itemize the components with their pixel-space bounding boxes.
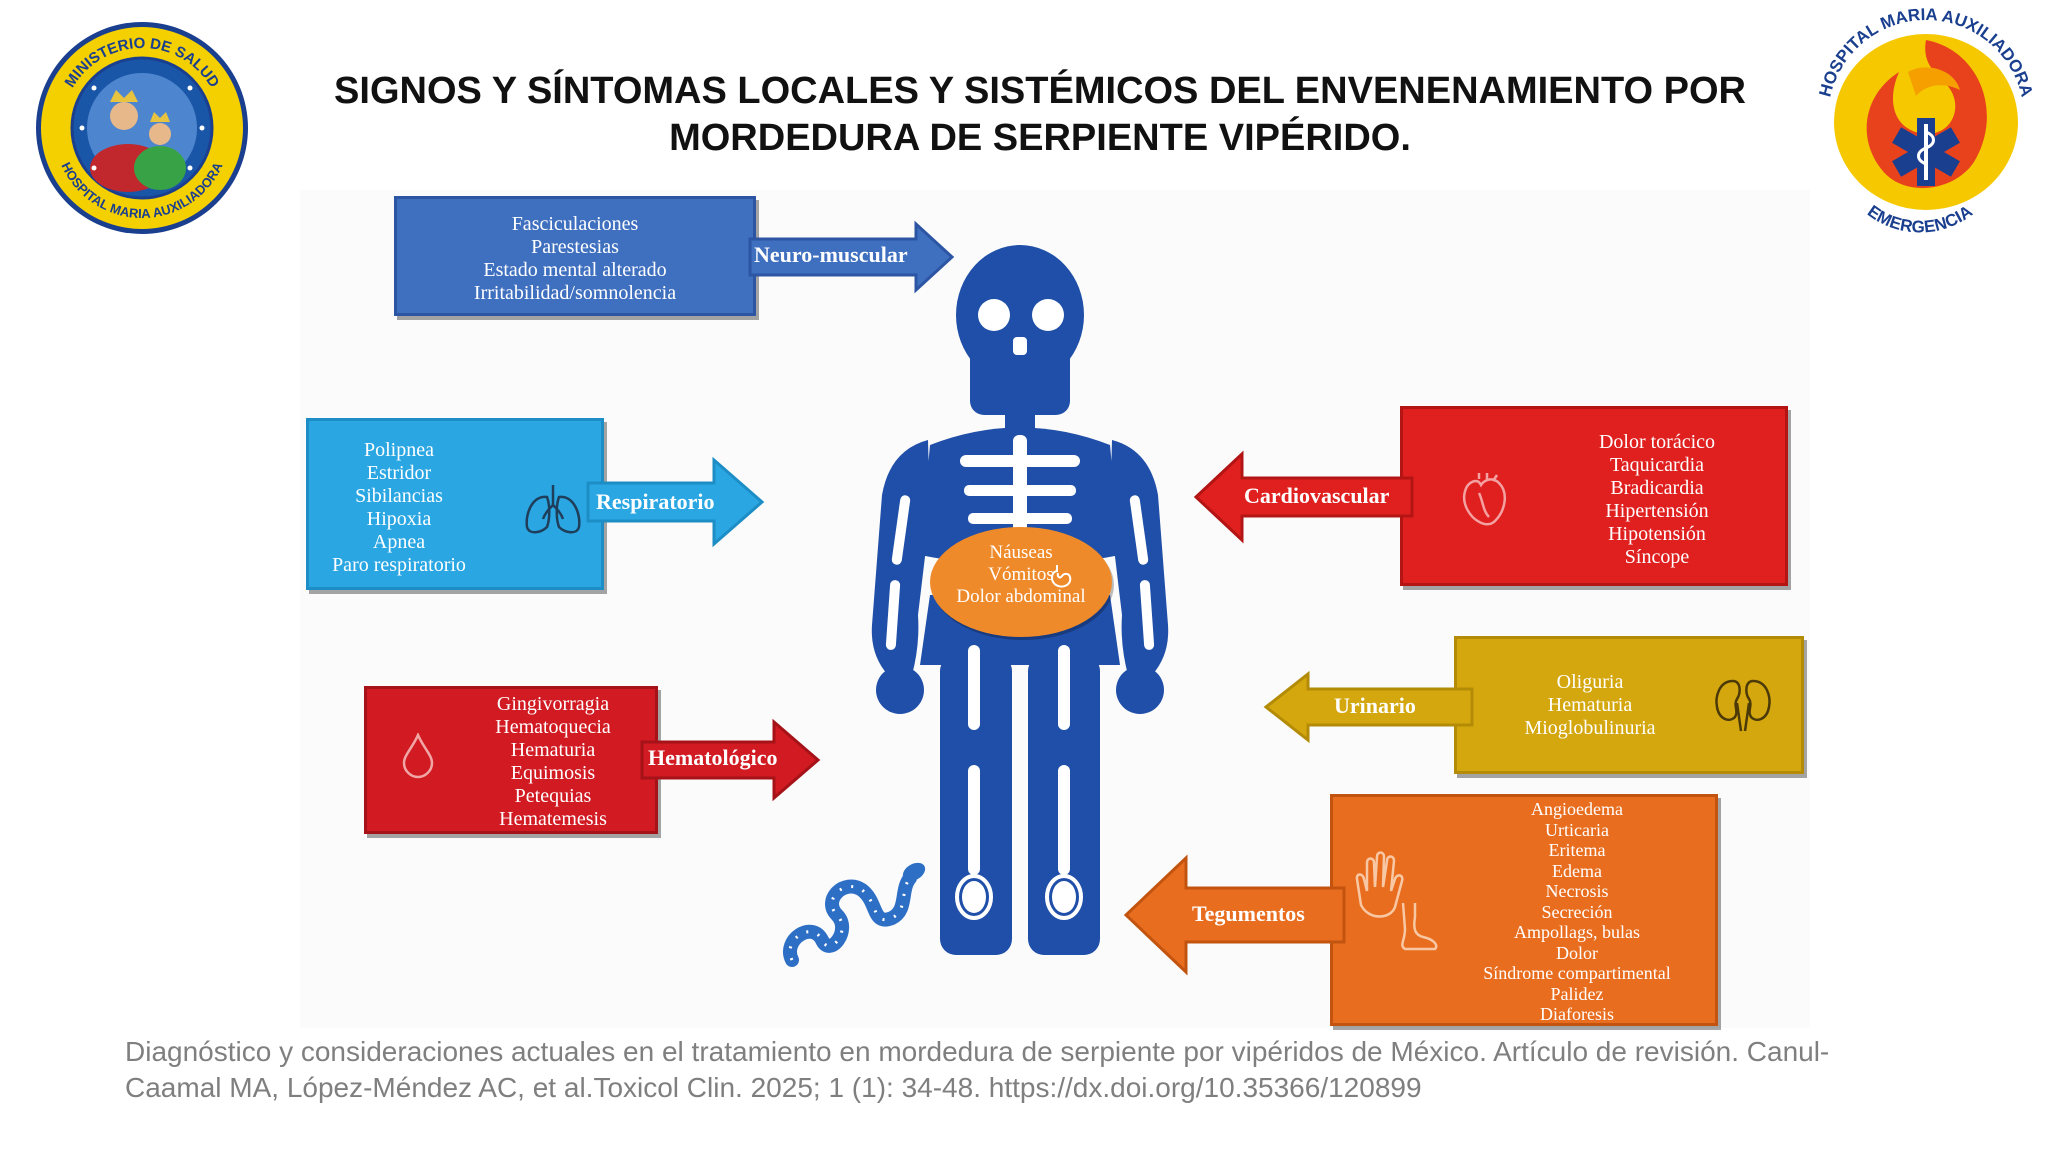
respiratorio-item: Estridor — [366, 462, 432, 484]
neuro-muscular-box: Fasciculaciones Parestesias Estado menta… — [394, 196, 756, 316]
hematologico-item: Equimosis — [510, 762, 596, 784]
source-caption: Diagnóstico y consideraciones actuales e… — [125, 1034, 1985, 1106]
respiratorio-arrow: Respiratorio — [586, 456, 765, 548]
urinario-box: Oliguria Hematuria Mioglobulinuria — [1454, 636, 1804, 774]
tegumentos-item: Dolor — [1556, 942, 1598, 963]
cardiovascular-item: Taquicardia — [1609, 454, 1705, 476]
urinario-item: Hematuria — [1547, 694, 1633, 716]
tegumentos-item: Edema — [1552, 860, 1602, 881]
cardiovascular-item: Síncope — [1624, 546, 1690, 568]
tegumentos-item: Ampollags, bulas — [1514, 922, 1640, 942]
hematologico-label: Hematológico — [648, 745, 778, 770]
respiratorio-item: Sibilancias — [355, 485, 443, 507]
respiratorio-label: Respiratorio — [596, 489, 715, 514]
respiratorio-item: Paro respiratorio — [332, 554, 466, 576]
cardiovascular-box: Dolor torácico Taquicardia Bradicardia H… — [1400, 406, 1788, 586]
hematologico-item: Gingivorragia — [496, 693, 610, 715]
urinario-item: Mioglobulinuria — [1524, 717, 1656, 739]
hematologico-item: Hematoquecia — [495, 716, 611, 738]
stomach-icon — [1048, 563, 1074, 589]
hematologico-item: Petequias — [514, 785, 592, 807]
tegumentos-item: Secreción — [1541, 901, 1613, 922]
neuro-item: Estado mental alterado — [483, 259, 667, 281]
digestive-symptoms-oval: Náuseas Vómitos Dolor abdominal — [930, 527, 1112, 637]
neuro-item: Irritabilidad/somnolencia — [473, 282, 677, 304]
cardiovascular-item: Hipotensión — [1608, 523, 1706, 545]
tegumentos-item: Angioedema — [1531, 799, 1623, 819]
source-caption-line-1: Diagnóstico y consideraciones actuales e… — [125, 1036, 1830, 1067]
slide-title-line-1: SIGNOS Y SÍNTOMAS LOCALES Y SISTÉMICOS D… — [334, 70, 1746, 112]
hand-foot-icon — [1349, 845, 1439, 955]
blood-drop-icon — [401, 733, 435, 779]
snake-icon — [782, 860, 932, 970]
neuro-item: Fasciculaciones — [511, 213, 639, 235]
cardiovascular-item: Bradicardia — [1610, 477, 1704, 499]
lungs-icon — [523, 483, 583, 537]
hematologico-item: Hematuria — [510, 739, 596, 761]
digestive-item: Dolor abdominal — [956, 586, 1086, 607]
respiratorio-item: Hipoxia — [366, 508, 432, 530]
tegumentos-label: Tegumentos — [1192, 901, 1305, 926]
hematologico-arrow: Hematológico — [640, 718, 821, 802]
respiratorio-item: Polipnea — [364, 439, 434, 461]
tegumentos-item: Palidez — [1550, 983, 1604, 1004]
digestive-item: Vómitos — [988, 564, 1054, 585]
cardiovascular-item: Hipertensión — [1605, 500, 1709, 522]
tegumentos-arrow: Tegumentos — [1123, 854, 1346, 976]
hematologico-item: Hematemesis — [499, 808, 607, 830]
slide-title: SIGNOS Y SÍNTOMAS LOCALES Y SISTÉMICOS D… — [300, 68, 1780, 162]
cardiovascular-label: Cardiovascular — [1244, 483, 1390, 508]
hematologico-box: Gingivorragia Hematoquecia Hematuria Equ… — [364, 686, 658, 834]
tegumentos-item: Urticaria — [1545, 819, 1609, 840]
neuro-muscular-label: Neuro-muscular — [754, 242, 908, 267]
tegumentos-item: Diaforesis — [1540, 1004, 1614, 1024]
tegumentos-item: Eritema — [1548, 840, 1606, 860]
tegumentos-box: Angioedema Urticaria Eritema Edema Necro… — [1330, 794, 1718, 1026]
tegumentos-item: Síndrome compartimental — [1483, 963, 1671, 983]
cardiovascular-arrow: Cardiovascular — [1193, 450, 1414, 544]
heart-icon — [1461, 471, 1511, 529]
source-caption-line-2: Caamal MA, López-Méndez AC, et al.Toxico… — [125, 1072, 1422, 1103]
urinario-item: Oliguria — [1556, 671, 1624, 693]
neuro-muscular-arrow: Neuro-muscular — [748, 220, 955, 294]
respiratorio-item: Apnea — [372, 531, 426, 553]
urinario-arrow: Urinario — [1263, 670, 1474, 744]
neuro-item: Parestesias — [531, 236, 619, 258]
digestive-item: Náuseas — [989, 542, 1053, 563]
respiratorio-box: Polipnea Estridor Sibilancias Hipoxia Ap… — [306, 418, 604, 590]
cardiovascular-item: Dolor torácico — [1598, 431, 1716, 453]
hospital-emergencia-logo: HOSPITAL MARIA AUXILIADORA EMERGENCIA — [1804, 2, 2048, 240]
urinario-label: Urinario — [1334, 693, 1416, 718]
tegumentos-item: Necrosis — [1545, 881, 1609, 901]
kidneys-icon — [1713, 677, 1773, 733]
slide-title-line-2: MORDEDURA DE SERPIENTE VIPÉRIDO. — [669, 117, 1411, 159]
ministerio-salud-logo: MINISTERIO DE SALUD HOSPITAL MARIA AUXIL… — [32, 18, 252, 238]
